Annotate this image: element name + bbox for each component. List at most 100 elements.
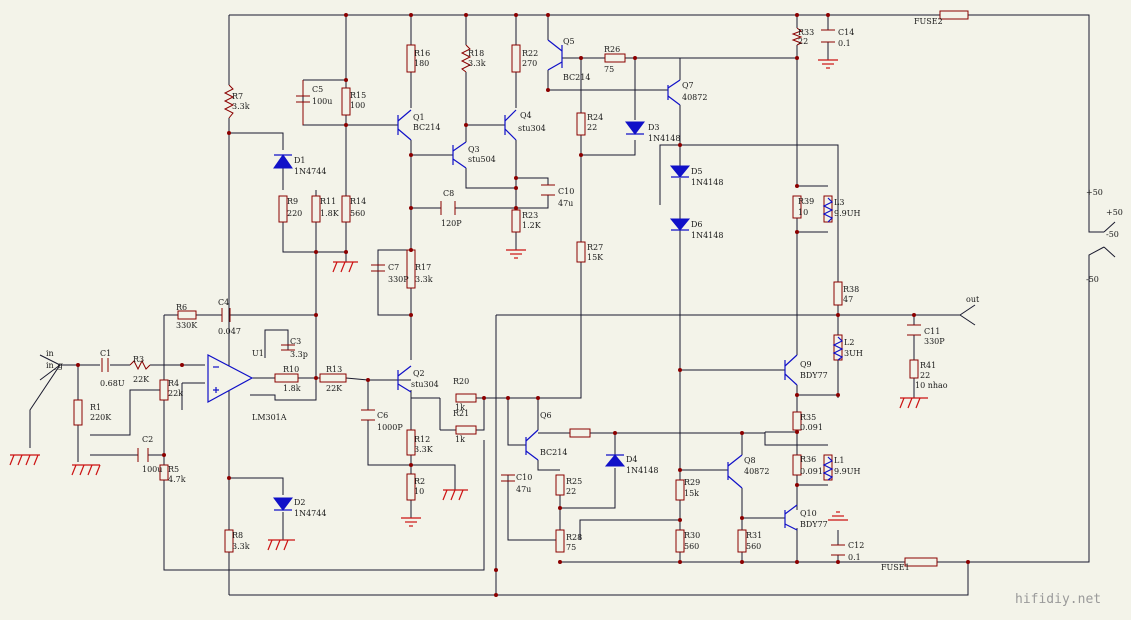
- ref-label: R5: [168, 465, 179, 474]
- ref-label: R33: [798, 28, 814, 37]
- resistor-R9: [278, 195, 288, 223]
- resistor-R1: [73, 399, 83, 426]
- value-label: stu304: [518, 124, 546, 133]
- value-label: 15k: [684, 489, 699, 498]
- resistor-R28: [569, 428, 591, 438]
- ref-label: C3: [290, 337, 301, 346]
- value-label: 220: [287, 209, 302, 218]
- resistor-R10: [274, 373, 299, 383]
- value-label: 270: [522, 59, 537, 68]
- resistor-R35: [791, 27, 803, 46]
- resistor-R21: [455, 425, 477, 435]
- ref-label: C10: [516, 473, 532, 482]
- inductor-L2: [832, 334, 844, 361]
- value-label: 22K: [326, 384, 343, 393]
- transistor-Q5: [547, 39, 563, 71]
- ref-label: C5: [312, 85, 323, 94]
- diode-D3: [625, 121, 645, 135]
- value-label: 3.3K: [414, 445, 434, 454]
- ref-label: Q2: [413, 369, 425, 378]
- value-label: 1k: [455, 403, 465, 412]
- value-label: BDY77: [800, 371, 828, 380]
- ref-label: C8: [443, 189, 454, 198]
- ground-symbol: [9, 454, 40, 466]
- ground-earth: [506, 249, 526, 259]
- value-label: 330K: [176, 321, 198, 330]
- ground-symbol: [442, 489, 468, 501]
- ref-label: R29: [684, 478, 700, 487]
- ref-label: R10: [283, 365, 299, 374]
- resistor-R30: [675, 479, 685, 501]
- ref-label: Q5: [563, 37, 575, 46]
- transistor-Q7: [667, 79, 681, 106]
- ref-label: R18: [468, 49, 484, 58]
- ground-earth: [828, 511, 848, 521]
- resistor-R15: [406, 44, 416, 73]
- ref-label: R20: [453, 377, 469, 386]
- ref-label: R31: [746, 531, 762, 540]
- value-label: 3.3k: [415, 275, 433, 284]
- ref-label: R22: [522, 49, 538, 58]
- value-label: 100: [350, 101, 365, 110]
- resistor-R11: [311, 195, 321, 223]
- ref-label: D5: [691, 167, 703, 176]
- resistor-R23: [511, 209, 521, 233]
- value-label: 10: [414, 487, 424, 496]
- diode-D6: [669, 218, 691, 231]
- value-label: 0.1: [838, 39, 851, 48]
- ground-earth: [401, 517, 421, 527]
- resistor-R25: [555, 474, 565, 496]
- ref-label: D3: [648, 123, 660, 132]
- ref-label: C6: [377, 411, 388, 420]
- value-label: 9.9UH: [834, 209, 860, 218]
- value-label: 40872: [682, 93, 707, 102]
- value-label: 1.2K: [522, 221, 542, 230]
- ref-label: D4: [626, 455, 638, 464]
- capacitor-C8: [440, 201, 456, 215]
- fuse-FUSE1: [904, 557, 938, 567]
- resistor-R26: [604, 53, 626, 63]
- value-label: 47u: [516, 485, 531, 494]
- ground-symbol: [899, 397, 928, 409]
- rail-label-pos: +50: [1086, 188, 1103, 197]
- grounds: [9, 59, 928, 551]
- ref-label: R27: [587, 243, 603, 252]
- capacitor-C6: [361, 409, 375, 421]
- value-label: 0.047: [218, 327, 241, 336]
- labels: +50 +50 -50 -50 FUSE2 FUSE1 in in_g out …: [46, 17, 1123, 607]
- ref-label: D2: [294, 498, 306, 507]
- diode-D2: [273, 497, 293, 511]
- value-label: 120P: [441, 219, 462, 228]
- ref-label: C14: [838, 28, 854, 37]
- value-label: 1.8k: [283, 384, 301, 393]
- capacitor-C11: [541, 184, 555, 196]
- resistor-R29: [555, 529, 565, 553]
- ref-label: Q10: [800, 509, 817, 518]
- value-label: 22: [798, 37, 808, 46]
- resistor-R39: [909, 359, 919, 379]
- value-label: 1N4744: [294, 167, 326, 176]
- value-label: 1N4744: [294, 509, 326, 518]
- inductors: [822, 195, 844, 481]
- value-label: 0.68U: [100, 379, 125, 388]
- value-label: 560: [746, 542, 761, 551]
- ref-label: Q4: [520, 111, 532, 120]
- diode-D5: [669, 165, 691, 178]
- ref-label: C7: [388, 263, 399, 272]
- value-label: 47u: [558, 199, 573, 208]
- value-label: 100u: [312, 97, 332, 106]
- transistor-Q4: [504, 109, 517, 141]
- resistor-R6: [177, 310, 197, 320]
- ref-label: R35: [800, 413, 816, 422]
- ref-label: R39: [798, 197, 814, 206]
- ref-label: R8: [232, 531, 243, 540]
- value-label: BC214: [563, 73, 590, 82]
- ground-symbol: [267, 539, 295, 551]
- ref-label: L1: [834, 456, 844, 465]
- ref-label: C2: [142, 435, 153, 444]
- ref-label: Q7: [682, 81, 694, 90]
- value-label: 100u: [142, 465, 162, 474]
- value-label: 1k: [455, 435, 465, 444]
- transistor-Q10: [784, 504, 798, 531]
